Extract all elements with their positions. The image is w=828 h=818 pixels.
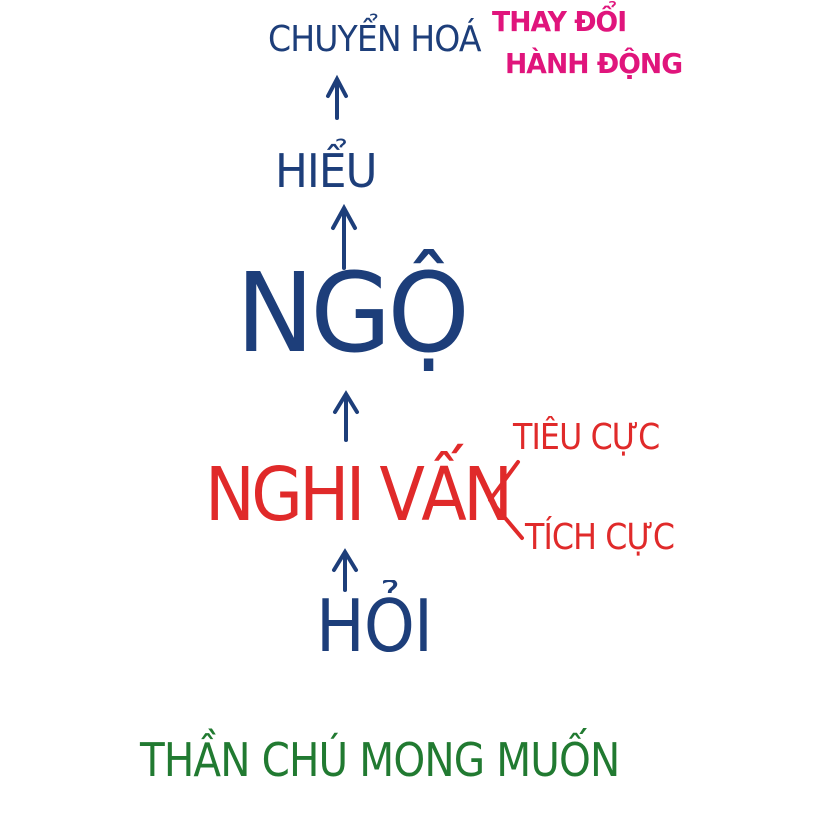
arrow-ngo-to-hieu [331,203,357,270]
bottom-caption: THẦN CHÚ MONG MUỐN [140,733,620,787]
arrow-nghivan-to-ngo [333,390,359,442]
branch-negative: TIÊU CỰC [513,417,660,458]
level-hoi: HỎI [316,584,433,668]
branch-positive: TÍCH CỰC [525,517,675,558]
arrow-hieu-to-chuyenhoa [326,74,348,120]
top-label: CHUYỂN HOÁ [268,19,482,60]
level-nghivan: NGHI VẤN [205,452,513,538]
side-note-line2: HÀNH ĐỘNG [505,47,683,80]
side-note-line1: THAY ĐỔI [492,5,627,38]
arrow-hoi-to-nghivan [332,548,358,592]
level-ngo: NGỘ [236,249,470,377]
level-hieu: HIỂU [275,144,377,198]
branch-bracket [488,460,524,540]
